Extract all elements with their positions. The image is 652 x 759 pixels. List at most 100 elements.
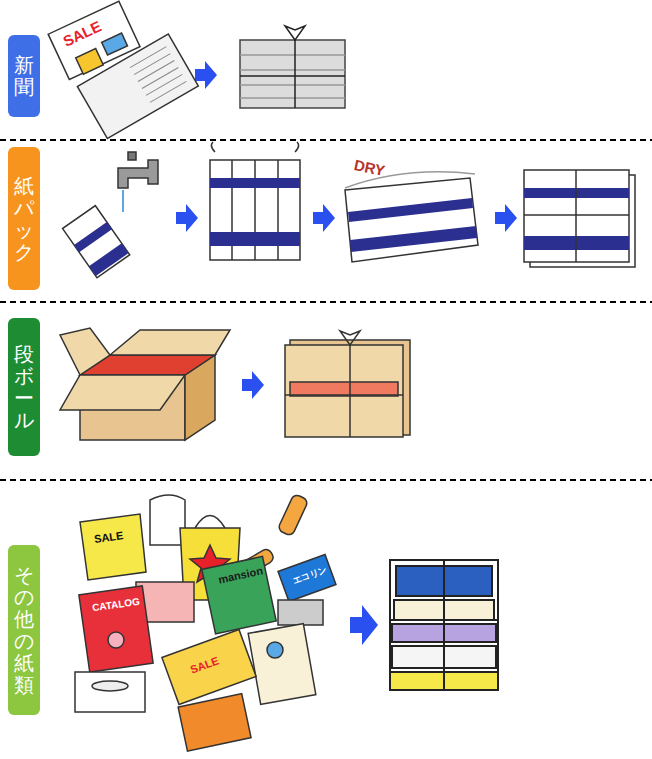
bundle-body <box>240 40 345 108</box>
text-line <box>130 47 166 68</box>
printed-word: エコリン <box>292 565 329 586</box>
text-line <box>138 61 174 82</box>
printed-word: CATALOG <box>92 597 141 614</box>
box-flap <box>60 375 185 410</box>
string <box>285 394 403 396</box>
yellow-flyer <box>80 514 146 580</box>
carton-body <box>63 206 130 278</box>
category-label: 段ボール <box>8 318 40 456</box>
printed-word: DRY <box>353 157 387 178</box>
carton <box>63 206 130 278</box>
faucet-figure <box>63 152 158 278</box>
string <box>240 75 345 77</box>
string <box>390 619 498 621</box>
text-line <box>146 74 182 95</box>
poster-roll <box>150 495 185 545</box>
open-cardboard-box <box>60 328 230 440</box>
string-bow <box>340 331 360 345</box>
step-arrow <box>176 204 198 232</box>
water <box>122 190 124 212</box>
faucet <box>118 160 158 188</box>
category-name: 段ボール <box>14 343 34 431</box>
category-name: その他の紙類 <box>14 564 34 696</box>
flower <box>108 632 124 648</box>
magazine <box>202 556 276 633</box>
drying-carton <box>345 172 478 262</box>
printed-word: SALE <box>93 530 124 545</box>
category-label: その他の紙類 <box>8 545 40 715</box>
string <box>524 214 629 216</box>
string <box>294 40 296 108</box>
carton-stripe <box>74 222 112 252</box>
other-paper-bundle <box>390 560 498 690</box>
flat-board <box>285 345 403 437</box>
step-arrow <box>313 204 335 232</box>
tissue-box <box>75 672 145 712</box>
carton-open <box>210 160 300 260</box>
step-arrow <box>242 371 264 399</box>
dashed-separator <box>0 301 652 303</box>
text-line <box>142 67 178 88</box>
carton-stripe <box>210 232 300 246</box>
string <box>575 170 577 262</box>
carton-stripe <box>210 178 300 188</box>
box-flap <box>110 330 230 355</box>
poster-dot <box>267 642 283 658</box>
catalog <box>79 586 153 672</box>
blue-box <box>278 554 336 601</box>
bundle-body <box>390 560 498 690</box>
newspaper-bundle <box>240 26 345 108</box>
paper-tube <box>277 493 308 536</box>
bundle-sheet <box>524 170 629 262</box>
carton-stripe <box>350 226 477 252</box>
flyer-picture <box>76 49 104 75</box>
step-arrow <box>350 605 378 645</box>
text-line <box>150 81 186 102</box>
separators <box>0 140 652 480</box>
poster <box>248 624 316 705</box>
flat-carton <box>345 178 478 262</box>
printed-word: mansion <box>217 565 264 585</box>
bag-handle <box>195 516 225 529</box>
newspaper-figure <box>48 1 198 138</box>
tissue-slot <box>92 681 128 691</box>
box-print <box>290 382 398 396</box>
category-label: 紙パック <box>8 147 40 290</box>
sheet-edge <box>240 54 345 56</box>
box-flap <box>60 328 110 375</box>
category-name: 新聞 <box>14 54 34 98</box>
text-line <box>134 54 170 75</box>
dashed-separator <box>0 479 652 481</box>
sheet-edge <box>240 69 345 71</box>
dashed-separator <box>0 139 652 141</box>
other-paper-pile <box>75 493 336 751</box>
arrows <box>176 61 517 645</box>
newspaper-lines <box>130 47 186 103</box>
sale-magazine <box>162 629 256 704</box>
faucet-handle <box>128 152 136 160</box>
printed-word: SALE <box>189 655 220 675</box>
category-name: 紙パック <box>14 175 34 263</box>
category-label: 新聞 <box>8 35 40 117</box>
tied-cardboard <box>285 331 410 437</box>
cut-marks <box>211 142 298 152</box>
step-arrow <box>495 204 517 232</box>
string <box>349 345 351 437</box>
gray-box <box>278 600 323 625</box>
carton-stripe <box>348 198 473 222</box>
sheet-edge <box>240 84 345 86</box>
carton-bundle <box>524 170 635 267</box>
opened-carton <box>210 142 300 260</box>
string-bow <box>285 26 305 40</box>
string <box>443 560 445 690</box>
carton-stripe <box>89 243 129 276</box>
sale-flyer <box>48 1 140 79</box>
orange-box <box>178 694 251 752</box>
sheet-edge <box>240 97 345 99</box>
flyer-picture <box>102 33 128 55</box>
printed-word: SALE <box>61 18 104 49</box>
